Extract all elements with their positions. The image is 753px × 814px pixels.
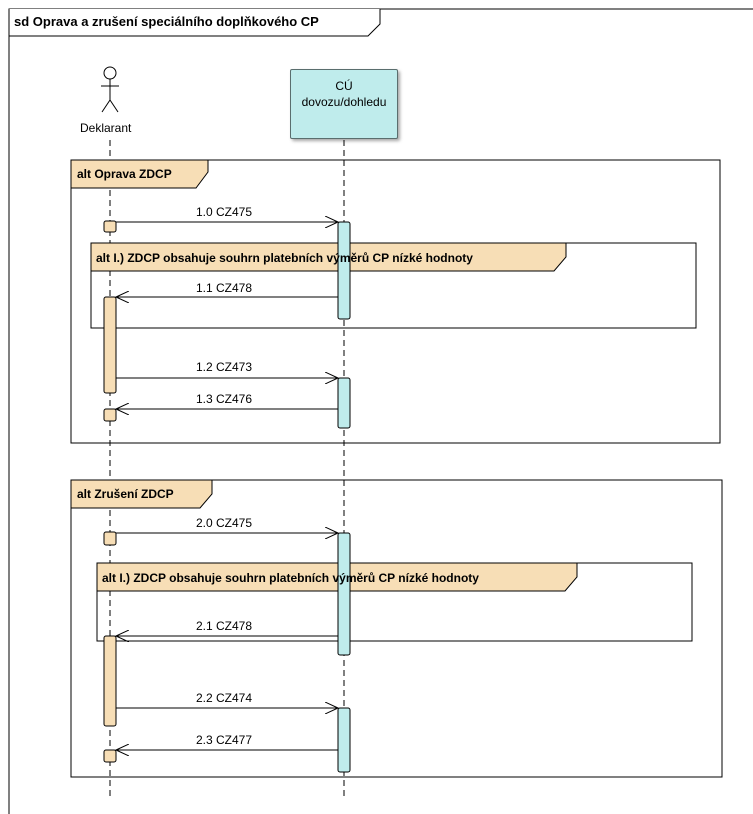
actor-activation-4 — [103, 531, 117, 546]
fragment-oprava-label: alt Oprava ZDCP — [77, 167, 172, 181]
system-activation-3 — [337, 532, 351, 656]
fragment-nested-1-label: alt I.) ZDCP obsahuje souhrn platebních … — [96, 251, 473, 265]
fragment-nested-1-tab — [90, 242, 567, 272]
fragment-zruseni-label: alt Zrušení ZDCP — [77, 487, 174, 501]
message-1-2-label: 1.2 CZ473 — [196, 360, 253, 374]
system-activation-1 — [337, 221, 351, 320]
message-2-1-label: 2.1 CZ478 — [196, 619, 253, 633]
actor-activation-6 — [103, 749, 117, 763]
system-name-line2: dovozu/dohledu — [301, 95, 387, 109]
frame-title: sd Oprava a zrušení speciálního doplňkov… — [14, 14, 319, 29]
fragment-nested-2-tab — [96, 562, 578, 592]
system-activation-4 — [337, 707, 351, 773]
actor-activation-3 — [103, 408, 117, 422]
message-1-0-label: 1.0 CZ475 — [196, 205, 253, 219]
actor-activation-2 — [103, 296, 117, 394]
system-activation-2 — [337, 377, 351, 429]
fragment-nested-2-label: alt I.) ZDCP obsahuje souhrn platebních … — [102, 571, 479, 585]
fragment-oprava — [70, 159, 721, 444]
message-2-2-label: 2.2 CZ474 — [196, 691, 253, 705]
fragment-oprava-tab — [70, 159, 209, 189]
fragment-zruseni-tab — [70, 479, 213, 509]
actor-activation-5 — [103, 635, 117, 727]
message-2-0-label: 2.0 CZ475 — [196, 516, 253, 530]
fragment-zruseni — [70, 479, 723, 778]
diagram-frame — [8, 8, 753, 814]
stick-figure-icon — [101, 66, 119, 113]
message-1-1-label: 1.1 CZ478 — [196, 281, 253, 295]
message-2-3-label: 2.3 CZ477 — [196, 733, 253, 747]
message-1-3-label: 1.3 CZ476 — [196, 392, 253, 406]
actor-activation-1 — [103, 220, 117, 233]
system-name-line1: CÚ — [335, 79, 353, 93]
system-participant-box: CÚ dovozu/dohledu — [290, 69, 398, 139]
frame-title-tab — [8, 9, 381, 37]
actor-name: Deklarant — [80, 121, 132, 135]
